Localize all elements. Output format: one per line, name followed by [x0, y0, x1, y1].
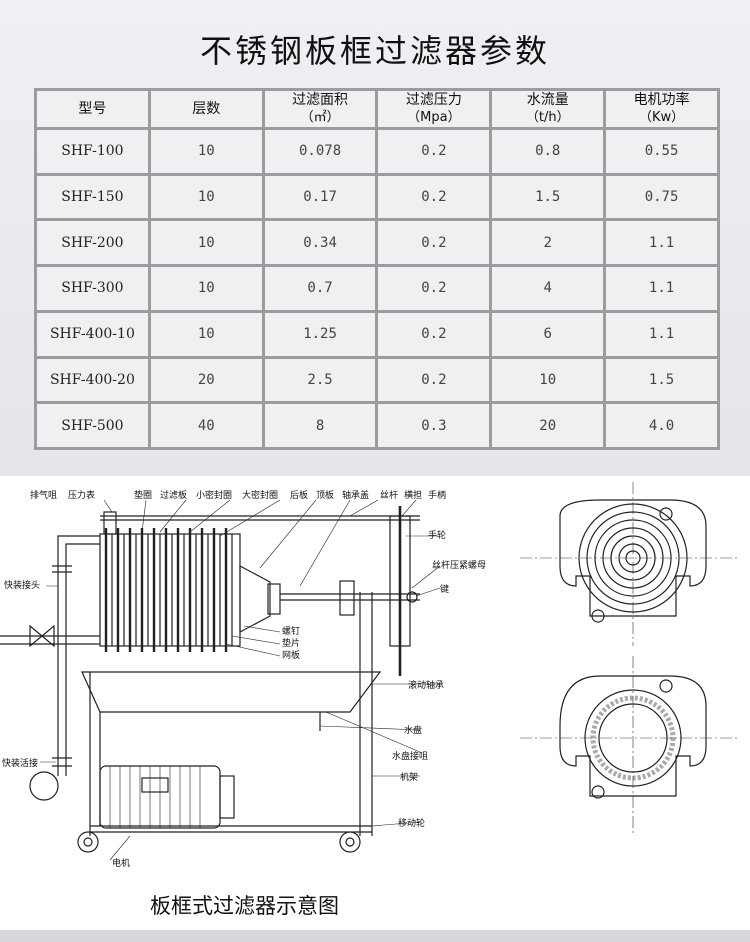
cell-model: SHF-300 [37, 267, 148, 310]
cell-power: 1.1 [606, 312, 717, 356]
label-water-tray: 水盘 [404, 724, 422, 736]
cell-power: 1.5 [606, 358, 717, 402]
label-mesh-plate: 网板 [282, 649, 300, 661]
label-filter-plate: 过滤板 [160, 489, 187, 501]
cell-flow: 6 [492, 312, 604, 356]
label-large-seal: 大密封圈 [242, 489, 278, 501]
diagram-caption: 板框式过滤器示意图 [150, 894, 339, 918]
label-motor: 电机 [112, 857, 130, 869]
label-rolling-bearing: 滚动轴承 [408, 679, 444, 691]
table-row: SHF-300 10 0.7 0.2 4 1.1 [37, 267, 717, 310]
label-top-plate: 顶板 [316, 489, 334, 501]
cell-flow: 0.8 [492, 130, 604, 173]
cell-layers: 10 [150, 267, 262, 310]
cell-area: 1.25 [264, 312, 376, 356]
cell-power: 1.1 [606, 267, 717, 310]
cell-area: 0.7 [264, 267, 376, 310]
cell-layers: 20 [150, 358, 262, 402]
cell-flow: 20 [492, 404, 604, 447]
cell-model: SHF-400-20 [37, 358, 148, 402]
label-tray-nozzle: 水盘接咀 [392, 750, 428, 762]
cell-area: 0.078 [264, 130, 376, 173]
cell-flow: 4 [492, 267, 604, 310]
label-quick-joint: 快装接头 [4, 579, 40, 591]
cell-model: SHF-400-10 [37, 312, 148, 356]
header-layers: 层数 [150, 91, 262, 127]
cell-layers: 40 [150, 404, 262, 447]
label-bearing-cover: 轴承盖 [342, 489, 369, 501]
schematic-drawing: 排气咀 压力表 垫圈 过滤板 小密封圈 大密封圈 后板 顶板 轴承盖 丝杆 横担… [0, 482, 740, 869]
label-bolt: 螺钉 [282, 626, 300, 637]
table-header-row: 型号 层数 过滤面积（㎡） 过滤压力（Mpa） 水流量（t/h） 电机功率（Kw… [37, 91, 717, 127]
label-handle: 手柄 [428, 489, 446, 501]
table-row: SHF-400-20 20 2.5 0.2 10 1.5 [37, 358, 717, 402]
cell-pressure: 0.3 [378, 404, 490, 447]
label-key: 键 [440, 583, 449, 595]
cell-area: 2.5 [264, 358, 376, 402]
label-screw-rod: 丝杆 [380, 489, 398, 501]
cell-area: 8 [264, 404, 376, 447]
header-filter-pressure: 过滤压力（Mpa） [378, 91, 490, 127]
cell-pressure: 0.2 [378, 175, 490, 219]
label-caster: 移动轮 [398, 817, 425, 829]
cell-flow: 1.5 [492, 175, 604, 219]
cell-pressure: 0.2 [378, 312, 490, 356]
cell-power: 0.75 [606, 175, 717, 219]
cell-model: SHF-200 [37, 221, 148, 265]
header-water-flow: 水流量（t/h） [492, 91, 604, 127]
cell-area: 0.34 [264, 221, 376, 265]
cell-pressure: 0.2 [378, 267, 490, 310]
page-title: 不锈钢板框过滤器参数 [199, 32, 550, 70]
cell-layers: 10 [150, 312, 262, 356]
label-quick-union: 快装活接 [2, 757, 38, 769]
label-pressure-gauge: 压力表 [68, 489, 95, 501]
label-handwheel: 手轮 [428, 529, 446, 541]
cell-layers: 10 [150, 175, 262, 219]
label-rear-plate: 后板 [290, 489, 308, 501]
label-screw-nut: 丝杆压紧螺母 [432, 559, 486, 571]
header-model: 型号 [37, 91, 148, 127]
cell-pressure: 0.2 [378, 130, 490, 173]
cell-power: 1.1 [606, 221, 717, 265]
filter-schematic: 排气咀 压力表 垫圈 过滤板 小密封圈 大密封圈 后板 顶板 轴承盖 丝杆 横担… [0, 476, 750, 930]
cell-layers: 10 [150, 221, 262, 265]
cell-flow: 2 [492, 221, 604, 265]
header-filter-area: 过滤面积（㎡） [264, 91, 376, 127]
cell-power: 0.55 [606, 130, 717, 173]
table-row: SHF-500 40 8 0.3 20 4.0 [37, 404, 717, 447]
table-row: SHF-100 10 0.078 0.2 0.8 0.55 [37, 130, 717, 173]
table-row: SHF-400-10 10 1.25 0.2 6 1.1 [37, 312, 717, 356]
cell-power: 4.0 [606, 404, 717, 447]
cell-layers: 10 [150, 130, 262, 173]
cell-flow: 10 [492, 358, 604, 402]
cell-model: SHF-500 [37, 404, 148, 447]
label-small-seal: 小密封圈 [196, 489, 232, 501]
spec-table: 型号 层数 过滤面积（㎡） 过滤压力（Mpa） 水流量（t/h） 电机功率（Kw… [34, 88, 720, 450]
table-row: SHF-150 10 0.17 0.2 1.5 0.75 [37, 175, 717, 219]
label-cross-bar: 横担 [404, 489, 422, 501]
label-frame: 机架 [400, 771, 418, 783]
cell-pressure: 0.2 [378, 221, 490, 265]
table-row: SHF-200 10 0.34 0.2 2 1.1 [37, 221, 717, 265]
label-exhaust-valve: 排气咀 [30, 489, 57, 501]
label-gasket: 垫片 [282, 637, 300, 649]
label-gasket-ring: 垫圈 [134, 489, 152, 501]
cell-model: SHF-100 [37, 130, 148, 173]
header-motor-power: 电机功率（Kw） [606, 91, 717, 127]
cell-area: 0.17 [264, 175, 376, 219]
cell-pressure: 0.2 [378, 358, 490, 402]
cell-model: SHF-150 [37, 175, 148, 219]
